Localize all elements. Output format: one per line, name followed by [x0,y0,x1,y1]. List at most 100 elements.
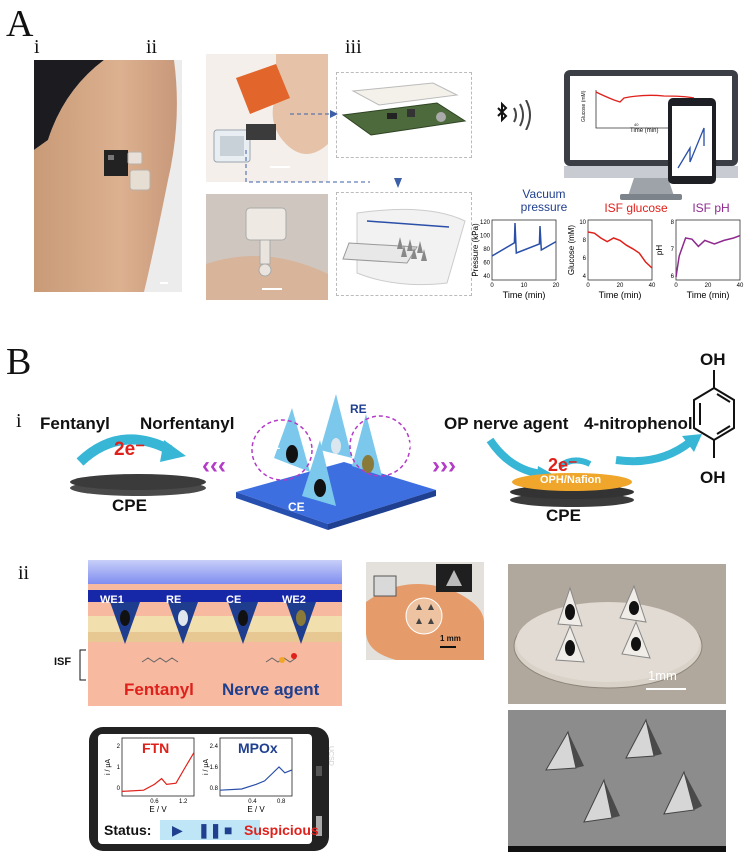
player-controls [160,820,260,840]
skin-cross-section [88,560,342,706]
xtick-2-1: 20 [705,283,712,289]
cs-re: RE [166,594,182,606]
cv-ytick-ftn-2: 0 [117,786,121,792]
cs-ce: CE [226,594,242,606]
cv-ytick-mpox-0: 2.4 [210,744,219,750]
ytick-0-0: 120 [480,220,491,226]
phone-icon [668,98,716,189]
cv-xtick-mpox-1: 0.8 [277,799,286,805]
sem-image [508,710,726,852]
finger-photo: 1 mm [366,562,484,660]
nitrophenol-label: 4-nitrophenol [584,414,693,433]
panel-letter-a: A [6,3,34,45]
connector-arrows [245,110,370,183]
plot-series-0 [491,222,557,257]
cv-series-ftn [121,752,195,792]
phone-side-text: UCSD [327,746,334,766]
sub-label-b-ii: ii [18,562,30,584]
microneedle-array [236,394,436,530]
plot-frame-1 [587,219,653,281]
plot-title-ph: ISF pH [692,201,730,215]
arrows-right: ››› [432,452,456,479]
fentanyl-label: Fentanyl [40,414,110,433]
xtick-1-1: 20 [617,283,624,289]
sub-label-b-i: i [16,410,22,432]
cv-ylabel-mpox: i / μA [203,759,210,775]
patch-photo [206,194,328,300]
cv-frame-mpox [219,737,293,797]
norfentanyl-label: Norfentanyl [140,414,235,433]
ytick-1-3: 4 [583,274,587,280]
ytick-0-3: 60 [483,261,490,267]
sub-label-i: i [34,36,40,58]
electrons-right: 2e⁻ [548,455,578,475]
right-electrode [486,434,702,507]
cv-frame-ftn [121,737,195,797]
ylabel-2: pH [655,245,664,255]
electrons-left: 2e⁻ [114,439,146,460]
ytick-1-0: 10 [579,220,586,226]
panel-letter-b: B [6,341,32,383]
ytick-0-4: 40 [483,274,490,280]
cs-we2: WE2 [282,594,306,606]
cv-ytick-mpox-2: 0.8 [210,786,219,792]
xtick-0-2: 20 [553,283,560,289]
cv-xtick-ftn-0: 0.6 [150,799,159,805]
xlabel-1: Time (min) [599,290,642,300]
plot-title-vacuum: Vacuum pressure [520,187,568,214]
ce-label: CE [288,500,305,514]
ytick-2-0: 8 [671,220,675,226]
cv-xtick-mpox-0: 0.4 [248,799,257,805]
oh-top: OH [700,350,726,369]
xtick-1-2: 40 [649,283,656,289]
nerve-agent-label: Nerve agent [222,680,320,699]
ytick-0-2: 80 [483,247,490,253]
xtick-0-0: 0 [490,283,494,289]
pause-icon[interactable]: ❚❚ [198,822,222,838]
oh-bottom: OH [700,468,726,487]
left-electrode [70,434,206,496]
play-icon[interactable]: ▶ [172,822,183,838]
mpox-label: MPOx [238,740,278,756]
status-value: Suspicious [244,822,319,838]
cpe-left: CPE [112,496,147,515]
finger-scale-label: 1 mm [440,634,461,643]
ftn-label: FTN [142,740,170,756]
cv-ytick-ftn-0: 2 [117,744,121,750]
ytick-2-1: 7 [671,247,675,253]
xlabel-0: Time (min) [503,290,546,300]
xtick-0-1: 10 [521,283,528,289]
plot-series-2 [675,234,741,278]
ytick-1-2: 6 [583,256,587,262]
array-photo: 1mm [508,564,726,704]
cs-we1: WE1 [100,594,124,606]
arrows-left: ‹‹‹ [202,452,226,479]
microneedle-render-box [336,192,472,296]
cv-xtick-ftn-1: 1.2 [179,799,188,805]
status-label: Status: [104,822,152,838]
re-label: RE [350,402,367,416]
pcb-render-box [336,72,472,158]
xtick-2-0: 0 [674,283,678,289]
smartphone-frame [89,727,329,851]
cv-xlabel-ftn: E / V [149,805,167,814]
we1-label: WE1 [254,438,281,452]
op-label: OP nerve agent [444,414,569,433]
cv-ytick-mpox-1: 1.6 [210,765,219,771]
cv-series-mpox [219,766,293,791]
xtick-1-0: 0 [586,283,590,289]
sub-label-iii: iii [345,36,362,58]
sub-label-ii: ii [146,36,158,58]
stop-icon[interactable]: ■ [224,822,233,838]
hydroquinone-structure [693,370,735,458]
xtick-2-2: 40 [737,283,744,289]
plot-series-1 [587,231,653,269]
bluetooth-icon [494,99,538,135]
cv-xlabel-mpox: E / V [247,805,265,814]
ytick-2-2: 6 [671,274,675,280]
